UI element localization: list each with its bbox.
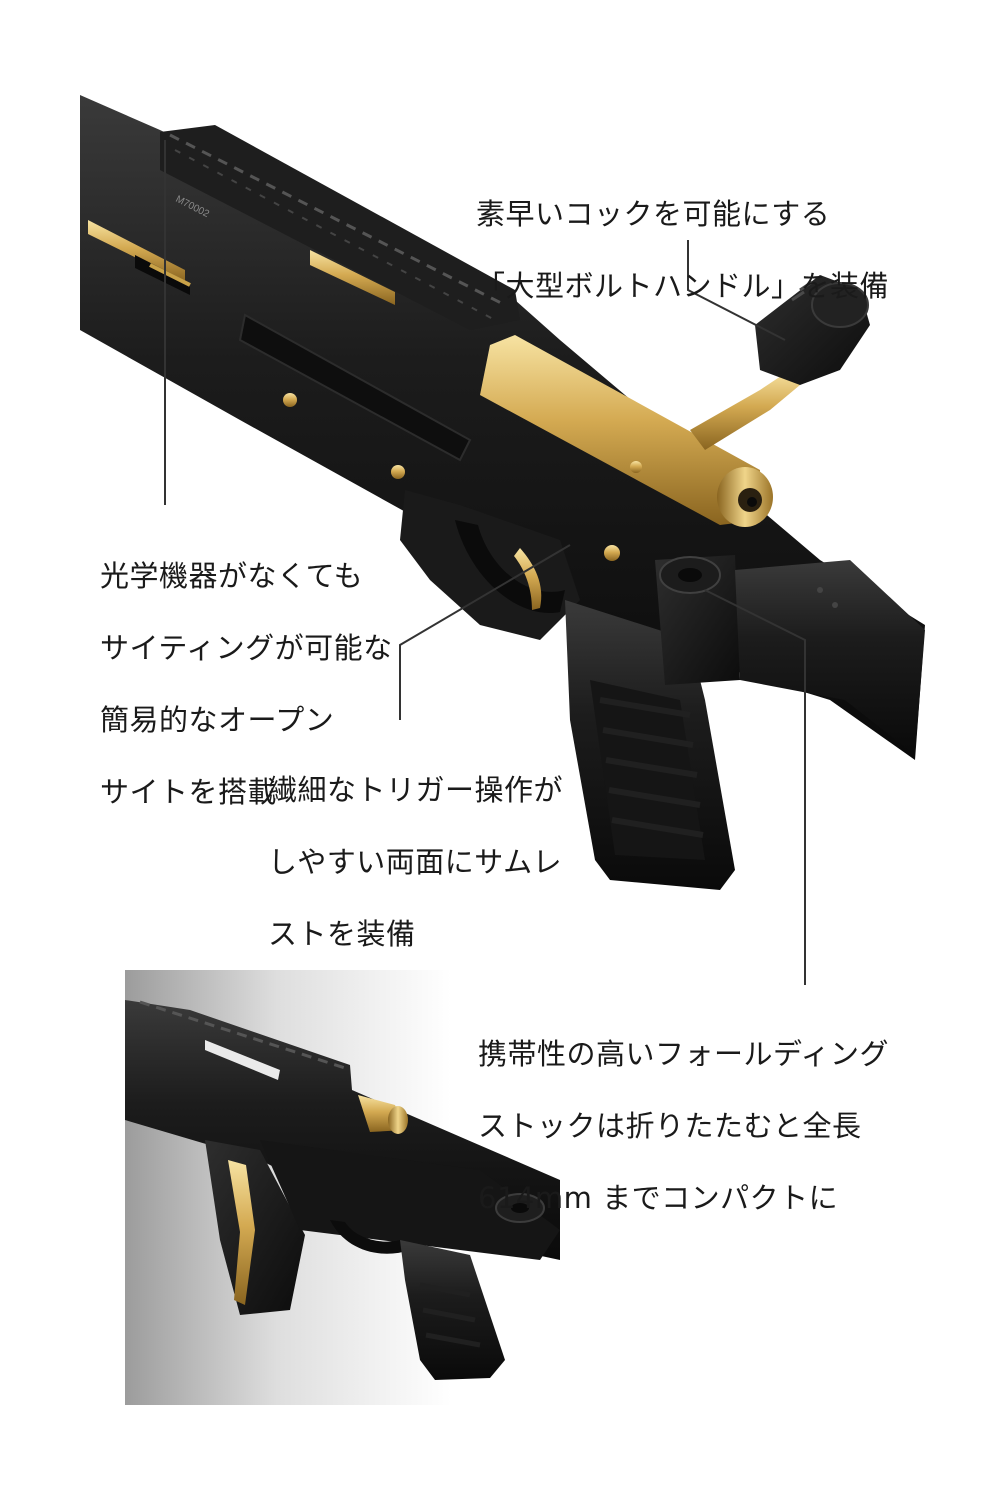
callout-thumb-rest: 繊細なトリガー操作が しやすい両面にサムレ ストを装備: [268, 736, 563, 988]
leader-lines: [164, 140, 806, 985]
callout-line: 簡易的なオープン: [100, 703, 335, 737]
callout-bolt-handle: 素早いコックを可能にする 「大型ボルトハンドル」を装備: [476, 160, 889, 340]
top-rail: [160, 125, 520, 330]
callout-line: 614mm までコンパクトに: [478, 1181, 839, 1215]
bolt-body: [480, 335, 773, 527]
leader-line-bolt: [687, 240, 786, 341]
callout-line: 素早いコックを可能にする: [476, 197, 831, 231]
callout-line: ストックは折りたたむと全長: [478, 1109, 862, 1143]
callout-line: 「大型ボルトハンドル」を装備: [476, 269, 890, 303]
handguard-slot: [88, 220, 185, 282]
trigger: [514, 548, 542, 610]
leader-line-trigger: [399, 544, 571, 720]
callout-folding-stock: 携帯性の高いフォールディング ストックは折りたたむと全長 614mm までコンパ…: [478, 1000, 889, 1252]
inset-folded-view: [125, 970, 560, 1405]
callout-line: サイティングが可能な: [100, 631, 393, 665]
callout-line: 繊細なトリガー操作が: [268, 773, 564, 807]
bolt-handle: [690, 275, 870, 450]
callout-line: 携帯性の高いフォールディング: [478, 1037, 889, 1071]
callout-line: ストを装備: [268, 917, 416, 951]
ejection-port: [310, 250, 395, 305]
callout-line: 光学機器がなくても: [100, 559, 364, 593]
callout-line: しやすい両面にサムレ: [268, 845, 563, 879]
leader-line-stock: [704, 589, 806, 985]
stock-hinge: [655, 555, 925, 755]
callout-line: サイトを搭載: [100, 775, 278, 809]
callout-open-sight: 光学機器がなくても サイティングが可能な 簡易的なオープン サイトを搭載: [100, 522, 393, 846]
